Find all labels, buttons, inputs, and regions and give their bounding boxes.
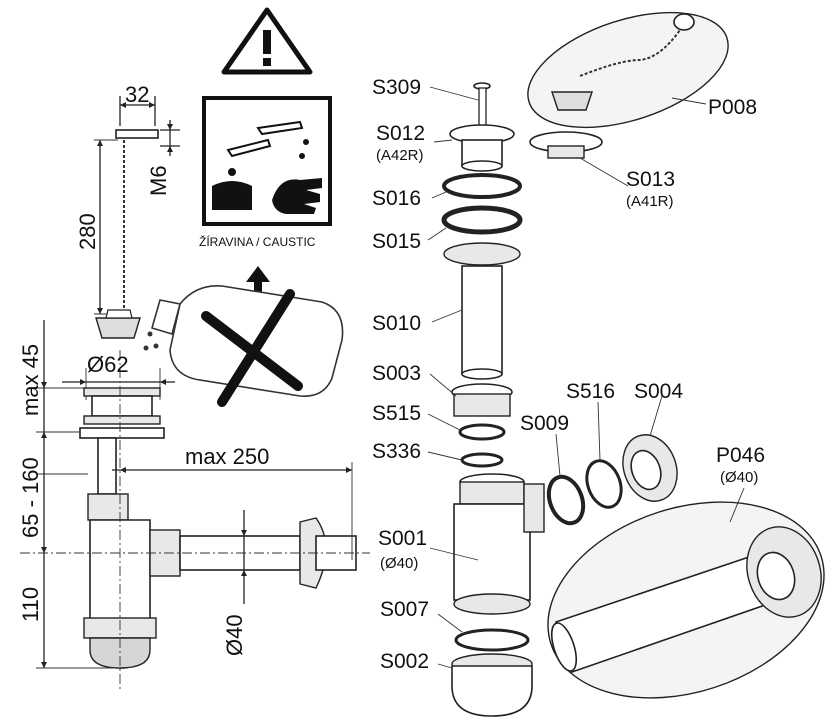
- part-s016-ring: [431, 173, 522, 199]
- dim-max250-label: max 250: [185, 444, 269, 469]
- part-s516-ring: [585, 401, 623, 509]
- dim-65-160-label: 65 - 160: [18, 457, 43, 538]
- part-s012-grate: [433, 124, 515, 172]
- part-s007-gasket: [437, 613, 530, 652]
- part-p046-extension-pipe: [547, 487, 825, 699]
- label-s013: S013: [626, 168, 675, 191]
- part-s515-ring: [427, 413, 506, 441]
- part-s336-ring: [427, 451, 504, 468]
- up-arrow-icon: [246, 266, 270, 304]
- dim-32-label: 32: [125, 82, 149, 107]
- dim-280-label: 280: [75, 213, 100, 250]
- part-s009-ring: [546, 433, 586, 526]
- chain-plug-dim-drawing: [94, 96, 180, 339]
- part-s003-nut: [429, 373, 513, 417]
- label-p046-sub: (Ø40): [720, 469, 758, 486]
- warning-caption: ŽÍRAVINA / CAUSTIC: [199, 234, 316, 249]
- label-s012-sub: (A42R): [376, 147, 424, 164]
- siphon-side-view: [20, 320, 370, 690]
- dim-m6-label: M6: [146, 165, 171, 196]
- label-s010: S010: [372, 312, 421, 335]
- dim-40-label: Ø40: [222, 614, 247, 656]
- label-s012: S012: [376, 122, 425, 145]
- label-s007: S007: [380, 598, 429, 621]
- part-s002-cap: [437, 653, 533, 717]
- part-s010-tube: [431, 242, 521, 380]
- part-s004-nut: [622, 395, 678, 502]
- part-s013-grate: [529, 131, 629, 187]
- corrosive-hazard-icon: [202, 96, 332, 226]
- label-p008: P008: [708, 96, 757, 119]
- label-s001-sub: (Ø40): [380, 555, 418, 572]
- part-s001-body: [429, 473, 545, 615]
- dim-62-label: Ø62: [87, 352, 129, 377]
- label-s516: S516: [566, 380, 615, 403]
- label-s016: S016: [372, 187, 421, 210]
- label-s336: S336: [372, 440, 421, 463]
- label-s002: S002: [380, 650, 429, 673]
- part-p008-plug-chain: [527, 11, 729, 129]
- label-s004: S004: [634, 380, 683, 403]
- label-s003: S003: [372, 362, 421, 385]
- dim-110-label: 110: [18, 587, 43, 622]
- part-s015-gasket: [427, 205, 523, 241]
- label-s015: S015: [372, 230, 421, 253]
- label-s013-sub: (A41R): [626, 193, 674, 210]
- crossed-out-bottle-icon: [143, 285, 344, 407]
- dim-max45-label: max 45: [18, 344, 43, 416]
- warning-triangle-icon: [221, 7, 313, 75]
- label-s001: S001: [378, 527, 427, 550]
- label-p046: P046: [716, 444, 765, 467]
- part-s309-screw: [429, 82, 491, 143]
- label-s515: S515: [372, 402, 421, 425]
- label-s309: S309: [372, 76, 421, 99]
- label-s009: S009: [520, 412, 569, 435]
